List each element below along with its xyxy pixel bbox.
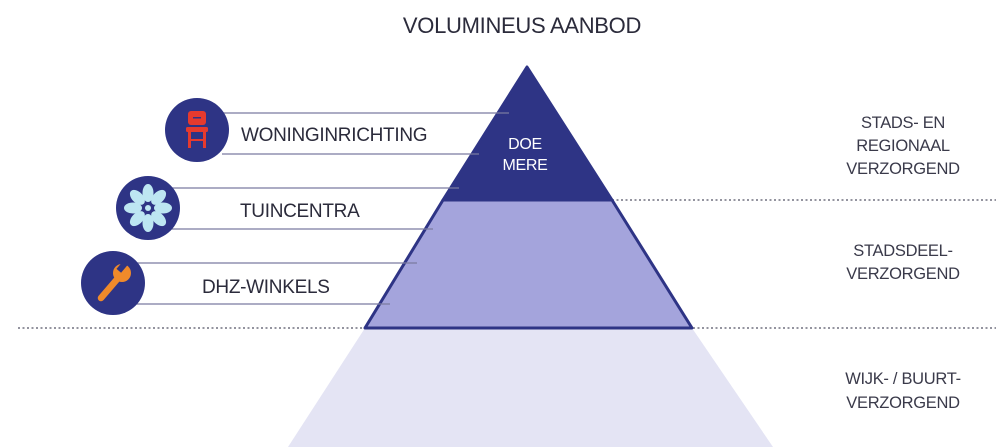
wrench-icon	[97, 261, 131, 302]
category-label-dhz-winkels: DHZ-WINKELS	[202, 277, 330, 298]
level-label-bottom: WIJK- / BUURT- VERZORGEND	[845, 370, 961, 412]
level-bottom-line1: WIJK- / BUURT-	[845, 370, 961, 388]
level-top-line2: REGIONAAL	[856, 137, 950, 155]
pyramid-tier-middle	[363, 198, 694, 330]
level-label-middle: STADSDEEL- VERZORGEND	[846, 242, 960, 283]
category-dhz-winkels: DHZ-WINKELS	[81, 251, 417, 315]
chair-icon	[186, 111, 208, 148]
level-bottom-line2: VERZORGEND	[846, 394, 960, 412]
diagram-title: VOLUMINEUS AANBOD	[403, 13, 641, 38]
level-middle-line1: STADSDEEL-	[853, 242, 952, 260]
pyramid-top-label-line1: DOE	[508, 136, 542, 153]
level-label-top: STADS- EN REGIONAAL VERZORGEND	[846, 114, 960, 178]
category-tuincentra: TUINCENTRA	[116, 176, 459, 240]
level-top-line3: VERZORGEND	[846, 160, 960, 178]
category-woninginrichting: WONINGINRICHTING	[165, 98, 509, 162]
pyramid-tier-top	[441, 65, 614, 202]
level-top-line1: STADS- EN	[861, 114, 945, 132]
pyramid-tier-bottom	[288, 328, 773, 447]
flower-icon	[124, 184, 172, 232]
category-label-woninginrichting: WONINGINRICHTING	[241, 125, 427, 146]
pyramid-top-label-line2: MERE	[502, 157, 547, 174]
category-label-tuincentra: TUINCENTRA	[240, 201, 360, 222]
level-middle-line2: VERZORGEND	[846, 265, 960, 283]
